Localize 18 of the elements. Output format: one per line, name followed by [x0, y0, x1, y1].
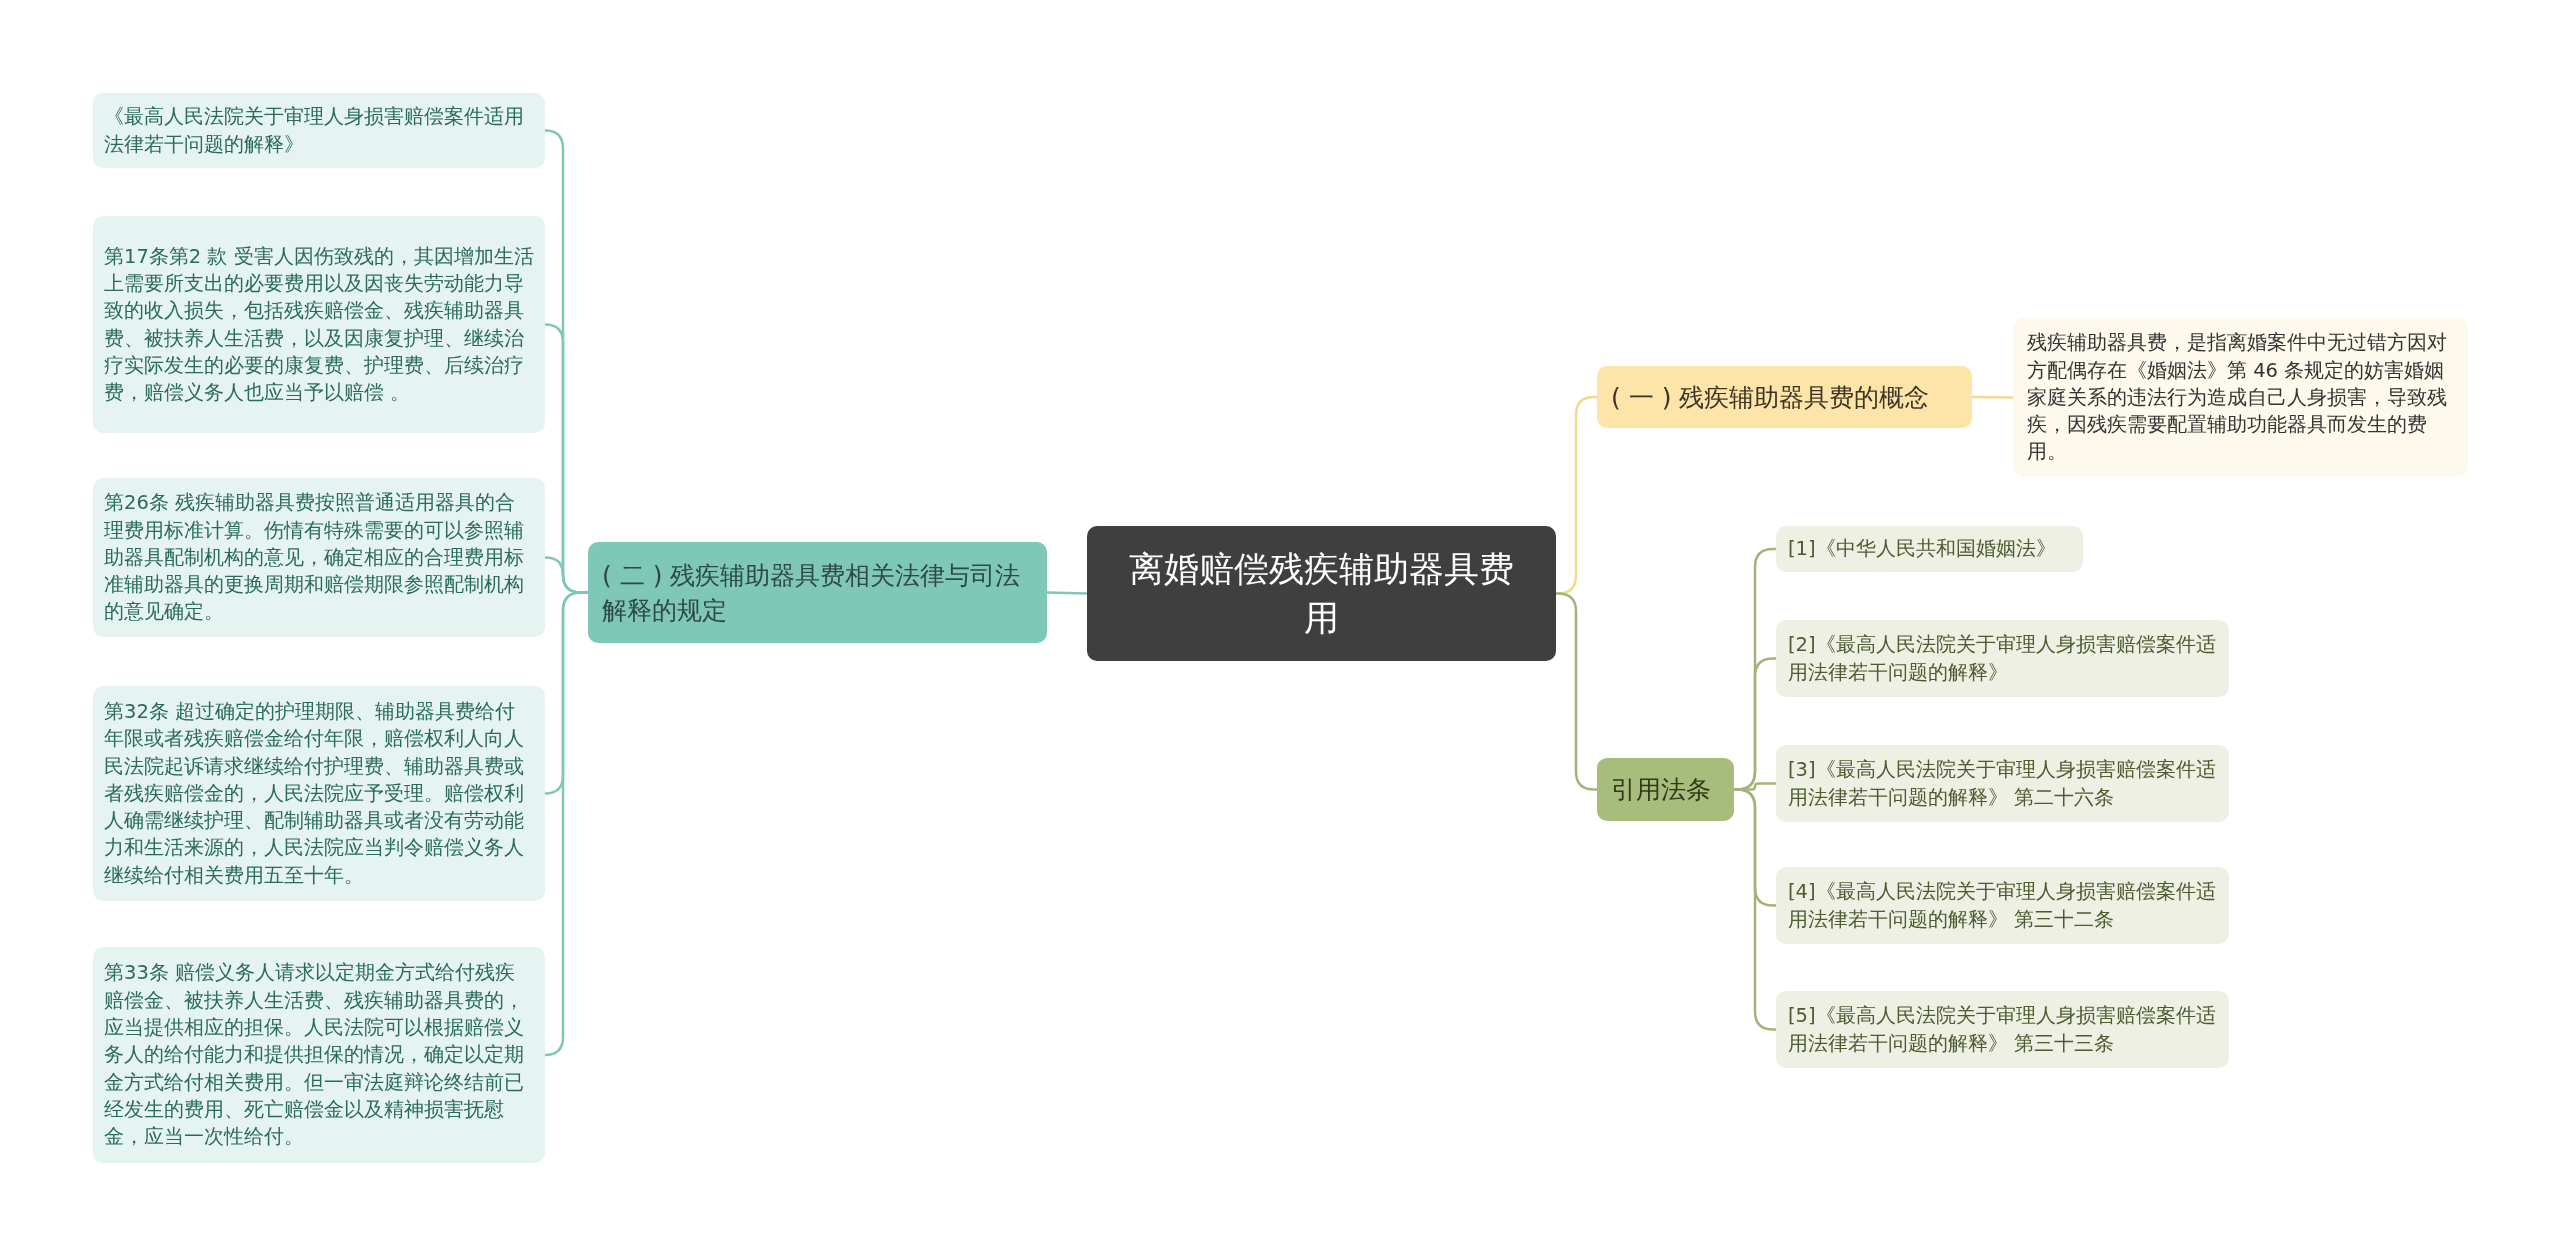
central-topic-box: 离婚赔偿残疾辅助器具费用 — [1087, 526, 1556, 661]
note-box: 第33条 赔偿义务人请求以定期金方式给付残疾赔偿金、被扶养人生活费、残疾辅助器具费的，应当提供相应的担保。人民法院可以根据赔偿义务人的给付能力和提供担保的情况，确定以定期金方式给付相关费用。但一审法庭辩论终结前已经发生的费用、死亡赔偿金以及精神损害抚慰金，应当一次性给付。 — [93, 947, 545, 1163]
topic-box: 引用法条 — [1597, 758, 1734, 821]
note-box: 第17条第2 款 受害人因伤致残的，其因增加生活上需要所支出的必要费用以及因丧失劳动能力导致的收入损失，包括残疾赔偿金、残疾辅助器具费、被扶养人生活费，以及因康复护理、继续治疗实际发生的必要的康复费、护理费、后续治疗费，赔偿义务人也应当予以赔偿 。 — [93, 216, 545, 433]
connector-line — [1972, 395, 2013, 399]
connector-line — [543, 591, 588, 1057]
reference-box: [4]《最高人民法院关于审理人身损害赔偿案件适用法律若干问题的解释》 第三十二条 — [1776, 867, 2229, 944]
reference-box: [5]《最高人民法院关于审理人身损害赔偿案件适用法律若干问题的解释》 第三十三条 — [1776, 991, 2229, 1068]
note-box: 残疾辅助器具费，是指离婚案件中无过错方因对方配偶存在《婚姻法》第 46 条规定的妨害婚姻家庭关系的违法行为造成自己人身损害，导致残疾，因残疾需要配置辅助功能器具而发生的费用。 — [2013, 318, 2468, 477]
reference-box: [2]《最高人民法院关于审理人身损害赔偿案件适用法律若干问题的解释》 — [1776, 620, 2229, 697]
note-box: 第26条 残疾辅助器具费按照普通适用器具的合理费用标准计算。伤情有特殊需要的可以参照辅助器具配制机构的意见，确定相应的合理费用标准辅助器具的更换周期和赔偿期限参照配制机构的意见确定。 — [93, 478, 545, 637]
note-box: 《最高人民法院关于审理人身损害赔偿案件适用法律若干问题的解释》 — [93, 93, 545, 168]
reference-box: [3]《最高人民法院关于审理人身损害赔偿案件适用法律若干问题的解释》 第二十六条 — [1776, 745, 2229, 822]
topic-box: ( 一 ) 残疾辅助器具费的概念 — [1597, 366, 1972, 428]
note-box: 第32条 超过确定的护理期限、辅助器具费给付年限或者残疾赔偿金给付年限，赔偿权利人向人民法院起诉请求继续给付护理费、辅助器具费或者残疾赔偿金的，人民法院应予受理。赔偿权利人确需继续护理、配制辅助器具或者没有劳动能力和生活来源的，人民法院应当判令赔偿义务人继续给付相关费用五至十年。 — [93, 686, 545, 901]
connector-line — [1046, 591, 1088, 595]
topic-box: ( 二 ) 残疾辅助器具费相关法律与司法解释的规定 — [588, 542, 1047, 643]
reference-box: [1]《中华人民共和国婚姻法》 — [1776, 526, 2083, 572]
